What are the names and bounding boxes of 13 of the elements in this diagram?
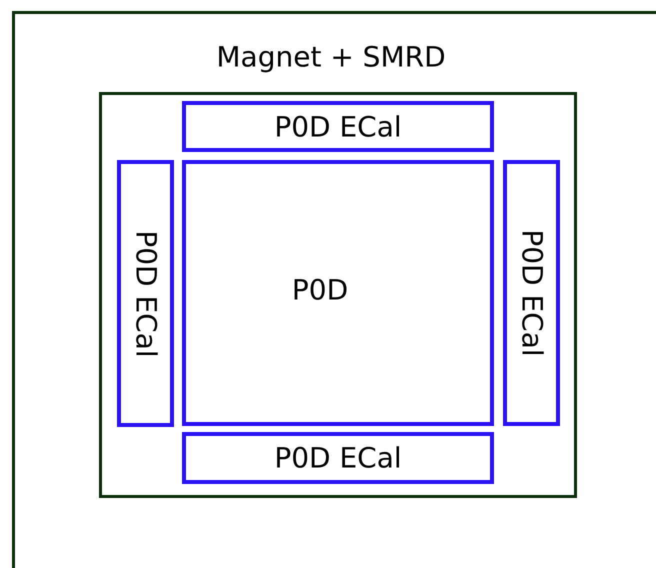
region-label: P0D ECal [515, 229, 548, 357]
region-label: P0D ECal [274, 442, 402, 474]
detector-module [117, 160, 174, 427]
region-label: P0D [292, 274, 348, 306]
region-label: P0D ECal [274, 110, 402, 143]
detector-module [503, 160, 560, 426]
detector-module [182, 101, 494, 152]
detector-module [182, 432, 494, 484]
outer-region [12, 11, 656, 568]
detector-box [99, 92, 577, 498]
region-label: P0D ECal [129, 230, 162, 358]
detector-module [182, 160, 494, 426]
region-label: Magnet + SMRD [216, 40, 446, 74]
